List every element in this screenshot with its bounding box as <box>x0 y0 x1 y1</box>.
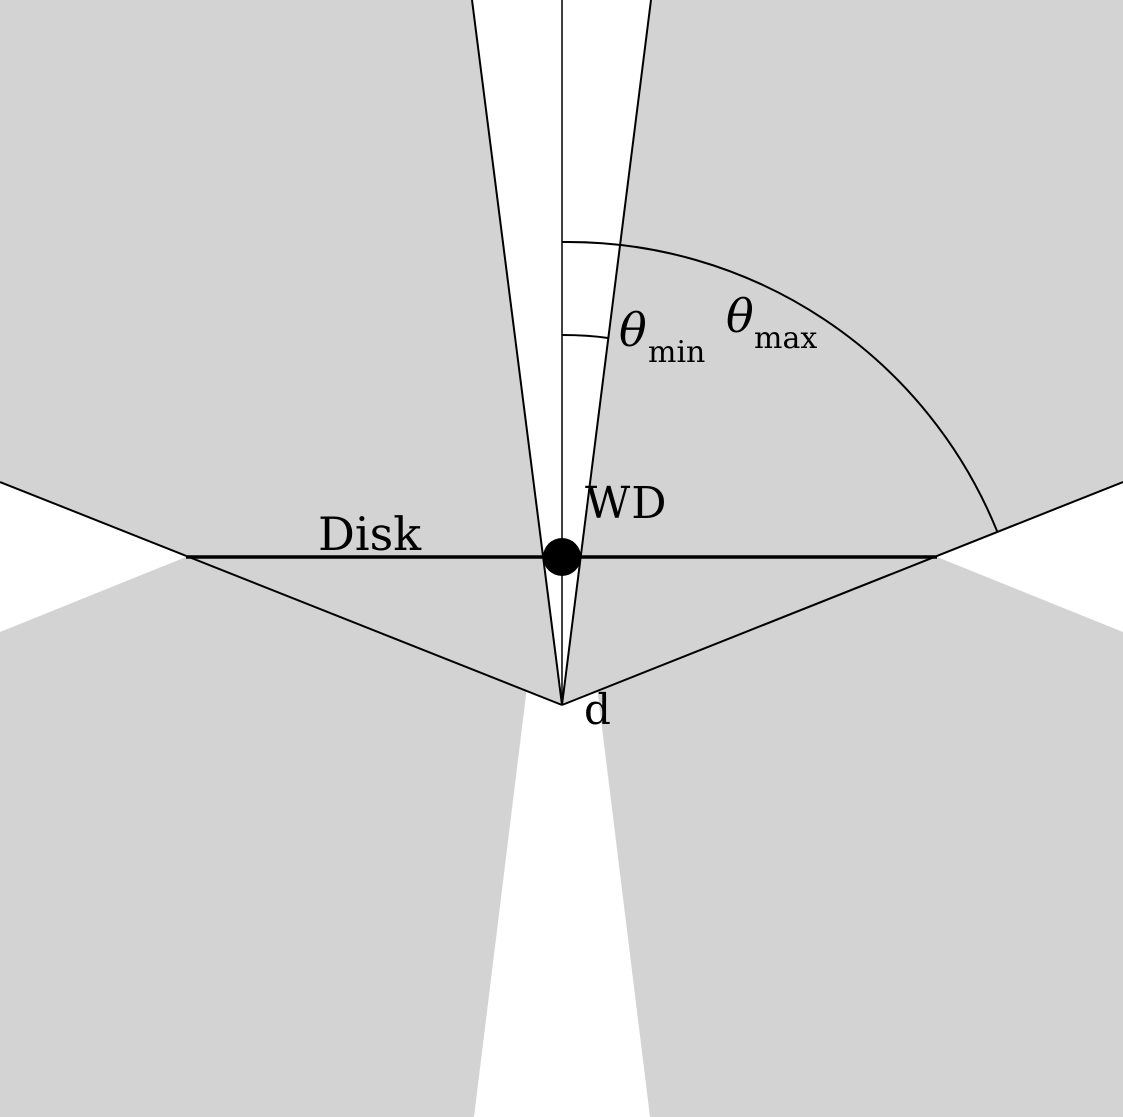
theta-min-subscript: min <box>648 335 705 370</box>
theta-min-arc <box>561 334 609 339</box>
theta-max-arc <box>561 240 998 532</box>
disk-label: Disk <box>318 507 422 561</box>
theta-max-symbol: θ <box>726 289 754 343</box>
theta-max-subscript: max <box>754 321 817 356</box>
theta-max-line-left <box>0 481 563 706</box>
cone-region-upper-left <box>0 0 562 705</box>
theta-min-symbol: θ <box>619 303 647 357</box>
white-dwarf-dot <box>543 538 581 576</box>
theta-max-line-right <box>561 481 1123 706</box>
d-label: d <box>584 685 611 734</box>
theta-min-line-left <box>471 0 563 706</box>
cone-region-lower-left <box>0 557 543 1117</box>
cone-region-upper-right <box>562 0 1123 705</box>
theta-min-label: θ min <box>619 303 705 370</box>
theta-min-line-right <box>561 0 652 706</box>
cone-region-lower-right <box>581 557 1123 1117</box>
wd-label: WD <box>585 478 668 529</box>
theta-max-label: θ max <box>726 289 817 356</box>
